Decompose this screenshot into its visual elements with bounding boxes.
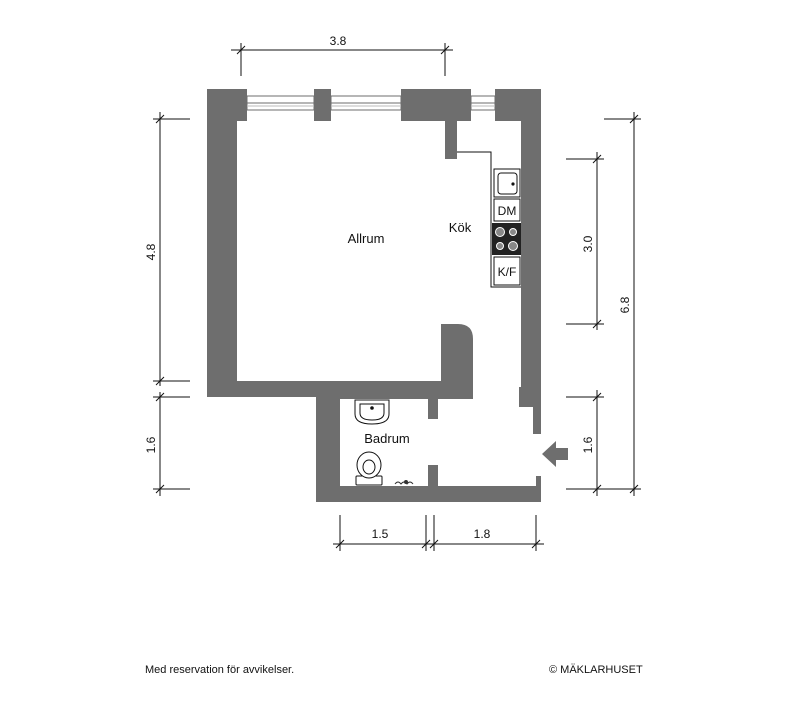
dim-label-left-upper: 4.8 [144, 243, 158, 260]
dim-right-total [604, 112, 641, 496]
dim-top [231, 43, 453, 76]
dim-left-upper [153, 112, 190, 386]
wall-bath-top [316, 381, 472, 399]
washbasin-icon [354, 399, 390, 425]
room-label-living: Allrum [348, 231, 385, 246]
dim-bottom-right [427, 515, 544, 551]
wall-top-mid-2 [401, 89, 471, 121]
wall-pillar [441, 324, 473, 399]
kitchen-counter: DM K/F [457, 151, 521, 288]
floor-drain-icon [394, 480, 414, 485]
copyright-text: © MÄKLARHUSET [549, 664, 643, 676]
fridge-freezer-box [493, 256, 521, 286]
dim-label-left-lower: 1.6 [144, 436, 158, 453]
stove-icon [492, 223, 521, 255]
wall-bath-partition-upper [428, 397, 438, 419]
dim-right-lower [566, 390, 604, 496]
walls [207, 89, 541, 502]
toilet-icon [355, 451, 383, 486]
wall-living-bottom [207, 381, 335, 397]
window-middle [330, 95, 402, 111]
dim-label-bottom-left: 1.5 [372, 527, 389, 541]
dishwasher-box [493, 198, 521, 222]
counter-outline [457, 151, 521, 288]
dimension-lines [153, 43, 641, 551]
wall-top-mid-1 [314, 89, 331, 121]
dishwasher-label: DM [498, 204, 517, 218]
wall-right-notch [533, 400, 541, 434]
room-label-kitchen: Kök [449, 220, 472, 235]
wall-kitchen-stub [445, 121, 457, 159]
bathroom-fixtures [354, 399, 414, 486]
dim-left-lower [153, 392, 190, 496]
wall-bath-left [316, 381, 340, 502]
dim-label-right-total: 6.8 [618, 296, 632, 313]
dim-label-right-middle: 3.0 [581, 235, 595, 252]
wall-left [207, 89, 237, 397]
dim-label-top: 3.8 [330, 34, 347, 48]
wall-bath-partition-lower [428, 465, 438, 495]
dim-bottom-left [333, 515, 433, 551]
dim-right-middle [566, 152, 604, 330]
wall-right [521, 89, 541, 387]
entrance-arrow-icon [542, 441, 568, 467]
dim-label-bottom-right: 1.8 [474, 527, 491, 541]
sink-icon [493, 168, 521, 198]
fridge-freezer-label: K/F [498, 265, 517, 279]
disclaimer-text: Med reservation för avvikelser. [145, 664, 295, 676]
dim-label-right-lower: 1.6 [581, 436, 595, 453]
window-right [470, 95, 496, 111]
room-label-bathroom: Badrum [364, 431, 410, 446]
windows [246, 95, 496, 111]
window-left [246, 95, 315, 111]
